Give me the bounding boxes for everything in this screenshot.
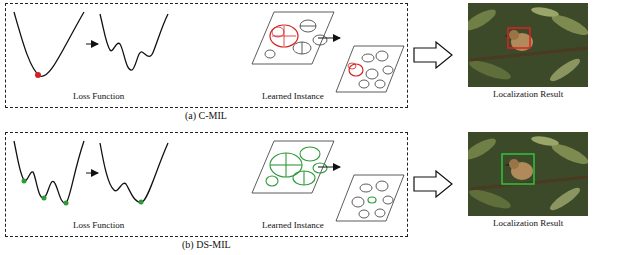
svg-shape [468,6,499,34]
svg-shape [359,210,369,218]
svg-shape [303,171,304,185]
svg-shape [284,26,285,46]
svg-shape [349,64,363,76]
instance-planes-a [252,12,404,92]
svg-shape [22,179,27,184]
panel-label: Loss Function [73,91,124,102]
svg-shape [470,48,588,60]
svg-shape [313,35,327,45]
svg-shape [509,159,519,169]
svg-shape [531,135,560,148]
svg-shape [266,147,327,186]
svg-shape [383,196,393,204]
minimum-dots [22,179,144,206]
svg-shape [509,30,519,40]
svg-shape [368,197,376,203]
svg-shape [504,164,509,166]
svg-shape [139,200,144,205]
loss-curves-b [14,141,168,203]
svg-shape [362,54,374,62]
svg-shape [300,26,316,27]
minimum-dot [35,72,41,78]
svg-shape [300,20,316,32]
arrow [318,167,340,168]
svg-shape [470,177,588,189]
svg-shape [272,27,284,37]
svg-shape [468,135,499,163]
svg-shape [336,46,404,92]
svg-shape [285,153,286,177]
svg-shape [352,197,364,207]
panel-label: Learned Instance [262,91,324,102]
svg-shape [360,184,372,192]
svg-shape [266,176,278,186]
svg-shape [270,153,302,177]
loss-curves-a [14,12,168,76]
svg-shape [547,56,582,85]
svg-shape [313,163,327,173]
svg-shape [270,25,298,47]
svg-shape [265,50,275,58]
svg-shape [376,51,388,61]
dashed-panel: Loss FunctionLearned Instance(a) C-MIL [5,3,408,108]
svg-shape [14,12,84,76]
hollow-arrow [414,171,452,197]
result-label: Localization Result [493,89,563,100]
photo-b [468,132,588,216]
svg-shape [547,185,582,214]
arrow [86,44,98,45]
svg-shape [375,209,385,217]
svg-shape [376,181,388,191]
svg-shape [14,141,84,203]
svg-shape [366,69,378,79]
svg-shape [348,63,356,69]
svg-shape [359,80,369,88]
svg-shape [100,14,168,70]
svg-shape [64,201,69,206]
svg-shape [336,175,404,221]
arrow [86,173,98,174]
panel-label: Learned Instance [262,220,324,231]
svg-shape [383,66,393,74]
svg-shape [42,196,47,201]
hollow-arrow [414,42,452,68]
arrow [318,38,340,39]
panel-caption: (a) C-MIL [185,110,227,122]
svg-shape [293,171,315,185]
svg-shape [300,147,320,161]
panel-caption: (b) DS-MIL [182,239,231,251]
panel-label: Loss Function [73,220,124,231]
svg-shape [502,154,534,184]
svg-shape [302,42,303,54]
instance-planes-b [252,141,404,221]
photo-a [468,3,588,87]
svg-shape [531,6,560,19]
svg-shape [100,143,168,202]
svg-shape [293,42,311,54]
dashed-panel: Loss FunctionLearned Instance(b) DS-MIL [5,132,408,237]
result-label: Localization Result [493,218,563,229]
svg-shape [508,28,530,48]
svg-shape [375,80,385,88]
